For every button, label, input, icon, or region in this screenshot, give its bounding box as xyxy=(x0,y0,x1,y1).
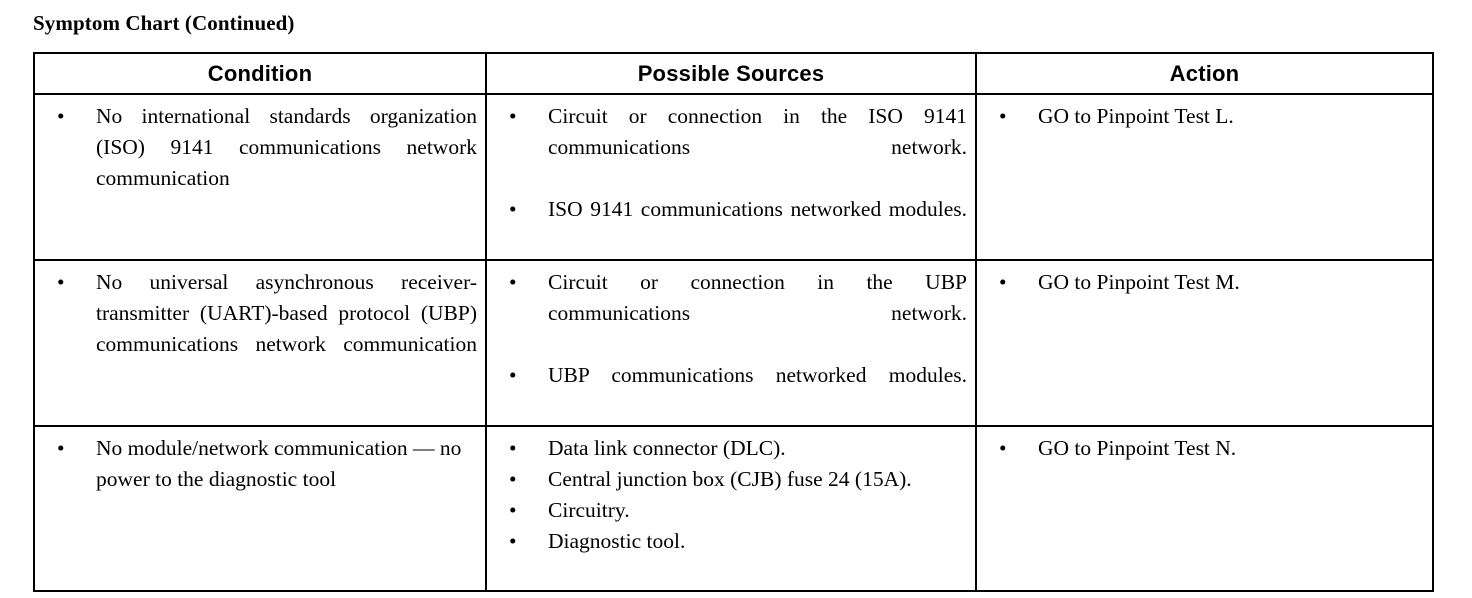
table-header-row: Condition Possible Sources Action xyxy=(33,52,1434,95)
column-header-condition: Condition xyxy=(33,52,487,95)
bullet-icon: • xyxy=(57,436,65,460)
list-item: • Circuitry. xyxy=(495,495,967,526)
bullet-list-condition: • No international standards organizatio… xyxy=(43,101,477,225)
bullet-icon: • xyxy=(509,104,517,128)
list-item: • ISO 9141 communications networked modu… xyxy=(495,194,967,256)
list-item: • Circuit or connection in the ISO 9141 … xyxy=(495,101,967,194)
column-header-action: Action xyxy=(975,52,1434,95)
bullet-list-condition: • No universal asynchronous receiver-tra… xyxy=(43,267,477,391)
list-item-label: GO to Pinpoint Test L. xyxy=(1038,104,1234,128)
bullet-icon: • xyxy=(999,270,1007,294)
table-row: • No module/network communication — no p… xyxy=(33,425,1434,592)
column-header-possible-sources: Possible Sources xyxy=(485,52,977,95)
list-item-label: GO to Pinpoint Test N. xyxy=(1038,436,1237,460)
cell-condition: • No international standards organizatio… xyxy=(33,93,487,261)
bullet-icon: • xyxy=(57,270,65,294)
bullet-icon: • xyxy=(509,363,517,387)
cell-action: • GO to Pinpoint Test L. xyxy=(975,93,1434,261)
list-item: • Circuit or connection in the UBP commu… xyxy=(495,267,967,360)
table-body: • No international standards organizatio… xyxy=(33,93,1434,592)
list-item: • Central junction box (CJB) fuse 24 (15… xyxy=(495,464,967,495)
list-item: • UBP communications networked modules. xyxy=(495,360,967,422)
bullet-icon: • xyxy=(509,467,517,491)
table-row: • No international standards organizatio… xyxy=(33,93,1434,261)
list-item-label: No international standards organization … xyxy=(96,104,477,190)
page-title: Symptom Chart (Continued) xyxy=(33,11,295,35)
bullet-icon: • xyxy=(509,498,517,522)
list-item-label: No module/network communication — no pow… xyxy=(96,436,462,491)
list-item: • GO to Pinpoint Test M. xyxy=(985,267,1424,298)
bullet-icon: • xyxy=(509,436,517,460)
bullet-icon: • xyxy=(57,104,65,128)
bullet-list-action: • GO to Pinpoint Test M. xyxy=(985,267,1424,298)
list-item-label: Diagnostic tool. xyxy=(548,529,686,553)
bullet-list-condition: • No module/network communication — no p… xyxy=(43,433,477,495)
table-row: • No universal asynchronous receiver-tra… xyxy=(33,259,1434,427)
list-item: • No universal asynchronous receiver-tra… xyxy=(43,267,477,391)
list-item-label: Circuitry. xyxy=(548,498,630,522)
list-item-label: UBP communications networked modules. xyxy=(548,363,967,387)
list-item-label: No universal asynchronous receiver-trans… xyxy=(96,270,477,356)
bullet-list-sources: • Circuit or connection in the ISO 9141 … xyxy=(495,101,967,256)
list-item-label: GO to Pinpoint Test M. xyxy=(1038,270,1240,294)
list-item-label: Circuit or connection in the UBP communi… xyxy=(548,270,967,325)
list-item: • Data link connector (DLC). xyxy=(495,433,967,464)
bullet-list-sources: • Data link connector (DLC). • Central j… xyxy=(495,433,967,557)
list-item-label: Data link connector (DLC). xyxy=(548,436,786,460)
list-item-label: ISO 9141 communications networked module… xyxy=(548,197,967,221)
cell-condition: • No module/network communication — no p… xyxy=(33,425,487,592)
bullet-icon: • xyxy=(509,197,517,221)
list-item-label: Circuit or connection in the ISO 9141 co… xyxy=(548,104,967,159)
bullet-icon: • xyxy=(999,436,1007,460)
bullet-icon: • xyxy=(509,270,517,294)
list-item: • Diagnostic tool. xyxy=(495,526,967,557)
bullet-icon: • xyxy=(999,104,1007,128)
list-item-label: Central junction box (CJB) fuse 24 (15A)… xyxy=(548,467,912,491)
bullet-list-sources: • Circuit or connection in the UBP commu… xyxy=(495,267,967,422)
bullet-icon: • xyxy=(509,529,517,553)
cell-possible-sources: • Data link connector (DLC). • Central j… xyxy=(485,425,977,592)
list-item: • No international standards organizatio… xyxy=(43,101,477,225)
cell-action: • GO to Pinpoint Test M. xyxy=(975,259,1434,427)
bullet-list-action: • GO to Pinpoint Test L. xyxy=(985,101,1424,132)
cell-action: • GO to Pinpoint Test N. xyxy=(975,425,1434,592)
bullet-list-action: • GO to Pinpoint Test N. xyxy=(985,433,1424,464)
cell-condition: • No universal asynchronous receiver-tra… xyxy=(33,259,487,427)
list-item: • No module/network communication — no p… xyxy=(43,433,477,495)
table-header: Condition Possible Sources Action xyxy=(33,52,1434,95)
cell-possible-sources: • Circuit or connection in the UBP commu… xyxy=(485,259,977,427)
cell-possible-sources: • Circuit or connection in the ISO 9141 … xyxy=(485,93,977,261)
list-item: • GO to Pinpoint Test L. xyxy=(985,101,1424,132)
list-item: • GO to Pinpoint Test N. xyxy=(985,433,1424,464)
symptom-chart-table: Condition Possible Sources Action • No i… xyxy=(33,52,1434,592)
